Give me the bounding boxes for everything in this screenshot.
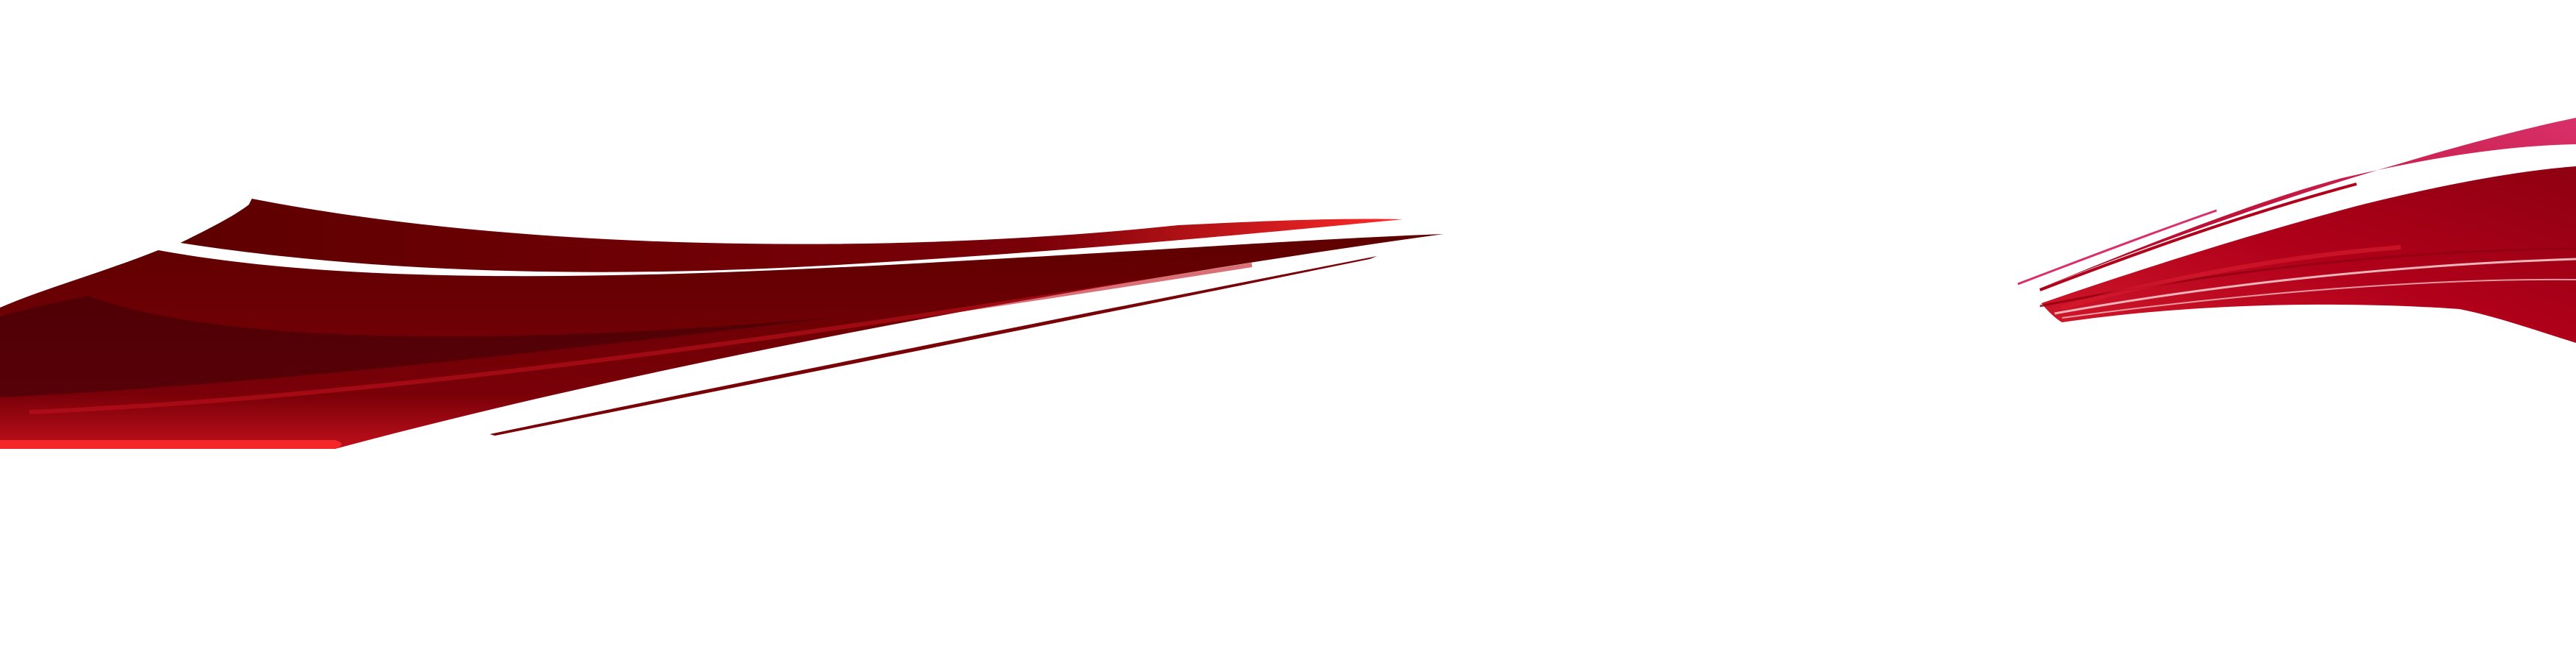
left-red-swoosh-graphic (0, 199, 1443, 449)
right-swoosh-light-line-2 (2061, 278, 2576, 319)
left-swoosh-inner-highlight (29, 263, 1253, 414)
right-swoosh-pink-streak-1 (2017, 209, 2217, 286)
right-swoosh-edge-fade (2430, 309, 2576, 346)
left-swoosh-upper-blade (180, 199, 1403, 272)
left-swoosh-shadow-band (0, 296, 847, 397)
right-swoosh-main-band (2041, 166, 2576, 343)
right-red-swoosh-graphic (2017, 118, 2576, 346)
right-swoosh-bright-edge (2061, 245, 2401, 310)
right-swoosh-pink-streak-2 (2039, 183, 2357, 291)
left-swoosh-lower-body (0, 234, 1443, 449)
left-swoosh-thin-streak (490, 256, 1377, 436)
right-swoosh-light-line-1 (2054, 258, 2576, 315)
left-swoosh-bottom-highlight (0, 440, 342, 449)
right-swoosh-upper-blade (2040, 118, 2576, 288)
